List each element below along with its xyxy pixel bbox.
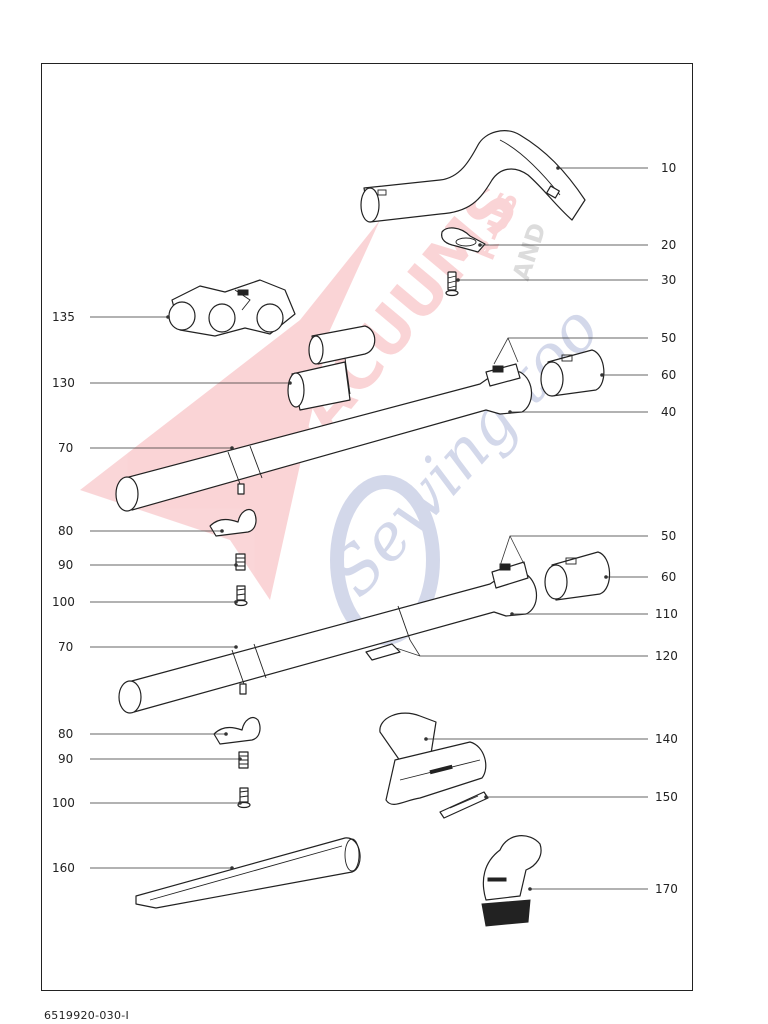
latch-part-lower	[213, 717, 261, 745]
screw-part-upper	[234, 585, 248, 607]
watermark: VACUUMS R-US AND Sewing too	[80, 169, 614, 645]
callout-label: 20	[661, 238, 676, 252]
callout-label: 30	[661, 273, 676, 287]
tube-holder-part	[168, 279, 296, 337]
callout-label: 110	[655, 607, 678, 621]
callout-label: 80	[58, 524, 73, 538]
crevice-tool-part	[135, 837, 361, 909]
document-id: 6519920-030-I	[44, 1009, 130, 1022]
callout-label: 90	[58, 558, 73, 572]
extension-tube-part-40	[115, 363, 533, 512]
callout-label: 135	[52, 310, 75, 324]
callout-label: 70	[58, 640, 73, 654]
diagram-frame	[41, 63, 693, 991]
watermark-v-shape	[80, 220, 380, 600]
slide-part	[365, 643, 401, 661]
coupling-part-upper	[540, 349, 605, 397]
callout-label: 170	[655, 882, 678, 896]
upholstery-nozzle-part	[379, 712, 487, 805]
callout-label: 150	[655, 790, 678, 804]
callouts: 10 20 30 135 50 60 130 40 70	[52, 161, 678, 896]
insert-strip-part	[439, 791, 489, 819]
callout-label: 140	[655, 732, 678, 746]
callout-label: 80	[58, 727, 73, 741]
extension-tube-part-110	[118, 561, 538, 714]
curved-handle-part	[360, 130, 586, 223]
callout-label: 100	[52, 796, 75, 810]
screw-part-30	[445, 271, 459, 297]
clamp-sleeve-part	[287, 325, 376, 411]
screw-part-lower	[237, 787, 251, 809]
clip-part	[441, 227, 486, 253]
dusting-brush-part	[481, 835, 542, 927]
callout-label: 50	[661, 529, 676, 543]
callout-label: 130	[52, 376, 75, 390]
callout-label: 90	[58, 752, 73, 766]
callout-label: 120	[655, 649, 678, 663]
callout-label: 160	[52, 861, 75, 875]
coupling-part-lower	[544, 551, 611, 601]
callout-label: 60	[661, 368, 676, 382]
callout-label: 70	[58, 441, 73, 455]
callout-label: 50	[661, 331, 676, 345]
callout-label: 60	[661, 570, 676, 584]
callout-label: 40	[661, 405, 676, 419]
callout-label: 100	[52, 595, 75, 609]
callout-label: 10	[661, 161, 676, 175]
spring-part-upper	[235, 553, 246, 571]
